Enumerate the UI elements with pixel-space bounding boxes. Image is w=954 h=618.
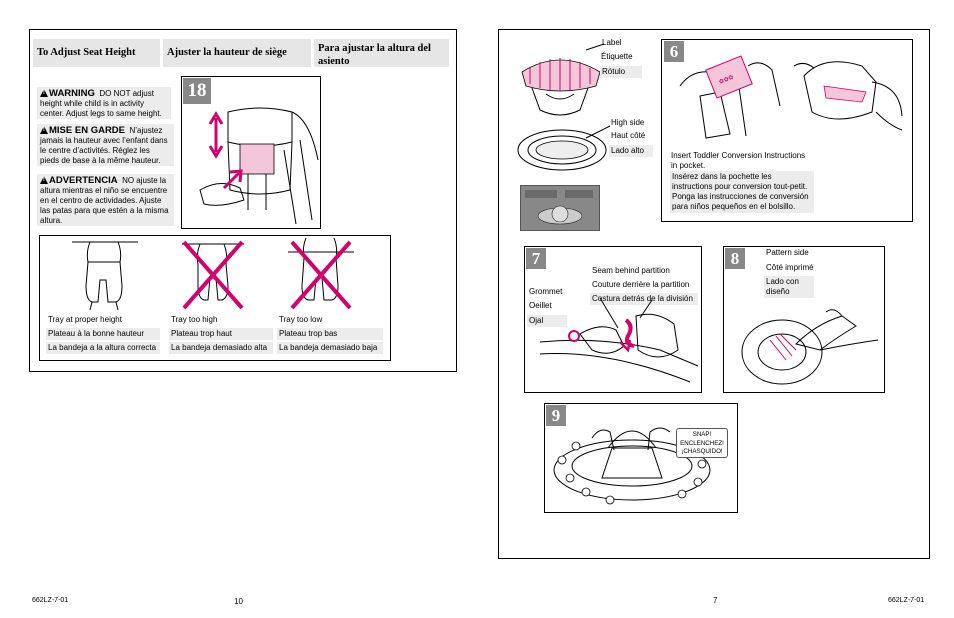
snap-fr: ENCLENCHEZ!	[680, 439, 724, 447]
header-en-text: To Adjust Seat Height	[37, 47, 136, 58]
header-fr: Ajuster la hauteur de siège	[163, 39, 311, 67]
tray-too-high-illustration	[182, 240, 244, 310]
left-page-number: 10	[234, 597, 243, 606]
header-en: To Adjust Seat Height	[33, 39, 160, 67]
label-en: Label	[602, 38, 622, 47]
high-side-en: High side	[611, 118, 645, 127]
tray-low-fr: Plateau trop bas	[277, 328, 383, 340]
grommet-seam-illustration	[539, 297, 699, 383]
grommet-en: Grommet	[529, 287, 563, 296]
step-6-number: 6	[664, 41, 684, 62]
tray-high-en: Tray too high	[171, 315, 218, 324]
pocket-insert-illustration: ✿✿✿	[679, 55, 903, 139]
seat-base-illustration	[517, 125, 611, 171]
left-footer-code: 662LZ-7-01	[32, 597, 69, 604]
warning-fr: MISE EN GARDE N’ajustez jamais la hauteu…	[37, 124, 174, 166]
warning-es-title: ADVERTENCIA	[49, 175, 118, 186]
header-es: Para ajustar la altura del asiento	[314, 39, 449, 67]
pattern-side-fr: Côté imprimé	[766, 263, 814, 272]
warning-triangle-icon	[40, 89, 48, 97]
label-fr: Étiquette	[601, 52, 633, 61]
label-es: Rótulo	[600, 66, 642, 78]
high-side-fr: Haut côté	[611, 131, 646, 140]
warning-triangle-icon	[40, 176, 48, 184]
tray-proper-fr: Plateau à la bonne hauteur	[46, 328, 160, 340]
right-page-number: 7	[713, 596, 718, 605]
header-es-text: Para ajustar la altura del asiento	[318, 43, 431, 67]
tray-high-es: La bandeja demasiado alta	[169, 342, 273, 354]
tray-high-fr: Plateau trop haut	[169, 328, 273, 340]
step-6-es: Ponga las instrucciones de conversión pa…	[670, 191, 814, 213]
right-footer-code: 662LZ-7-01	[888, 597, 925, 604]
pattern-side-illustration	[741, 309, 879, 385]
seat-height-illustration	[199, 107, 319, 225]
warning-fr-text: N’ajustez jamais la hauteur avec l’enfan…	[40, 126, 168, 165]
step-6-en: Insert Toddler Conversion Instructions i…	[671, 151, 806, 170]
step-8-number: 8	[725, 248, 745, 269]
step-18-number: 18	[183, 78, 211, 104]
warning-triangle-icon	[40, 126, 48, 134]
tray-height-panel	[39, 235, 391, 361]
step-7-number: 7	[526, 248, 546, 269]
header-fr-text: Ajuster la hauteur de siège	[167, 47, 287, 58]
step-9-number: 9	[546, 405, 566, 426]
warning-en: WARNING DO NOT adjust height while child…	[37, 87, 171, 119]
warning-en-title: WARNING	[49, 88, 95, 99]
tray-proper-es: La bandeja a la altura correcta	[46, 342, 160, 354]
pattern-side-en: Pattern side	[766, 248, 809, 257]
warning-es-text: NO ajuste la altura mientras el niño se …	[40, 176, 169, 225]
grommet-fr: Oeillet	[529, 301, 552, 310]
tray-too-low-illustration	[288, 237, 354, 310]
tray-low-en: Tray too low	[279, 315, 323, 324]
tray-low-es: La bandeja demasiado baja	[277, 342, 383, 354]
tray-proper-en: Tray at proper height	[48, 315, 122, 324]
step-8-panel	[723, 246, 885, 393]
warning-en-text: DO NOT adjust height while child is in a…	[40, 89, 162, 118]
seam-en: Seam behind partition	[592, 266, 670, 275]
tray-proper-illustration	[72, 241, 138, 311]
seam-fr: Couture derrière la partition	[592, 280, 690, 289]
seam-es: Costura detrás de la división	[590, 293, 698, 305]
snap-es: ¡CHASQUIDO!	[681, 448, 723, 455]
grommet-es: Ojal	[527, 315, 567, 327]
pattern-side-es: Lado con diseño	[764, 276, 814, 298]
snap-en: SNAP!	[692, 431, 712, 438]
step-6-fr: Insérez dans la pochette les instruction…	[670, 171, 814, 193]
snap-callout: SNAP! ENCLENCHEZ! ¡CHASQUIDO!	[676, 428, 728, 458]
high-side-es: Lado alto	[609, 145, 653, 157]
snap-illustration	[553, 427, 711, 505]
instruction-card-thumbnail	[520, 185, 600, 231]
warning-es: ADVERTENCIA NO ajuste la altura mientras…	[37, 174, 174, 226]
warning-fr-title: MISE EN GARDE	[49, 125, 126, 136]
seat-pad-illustration	[521, 43, 605, 116]
